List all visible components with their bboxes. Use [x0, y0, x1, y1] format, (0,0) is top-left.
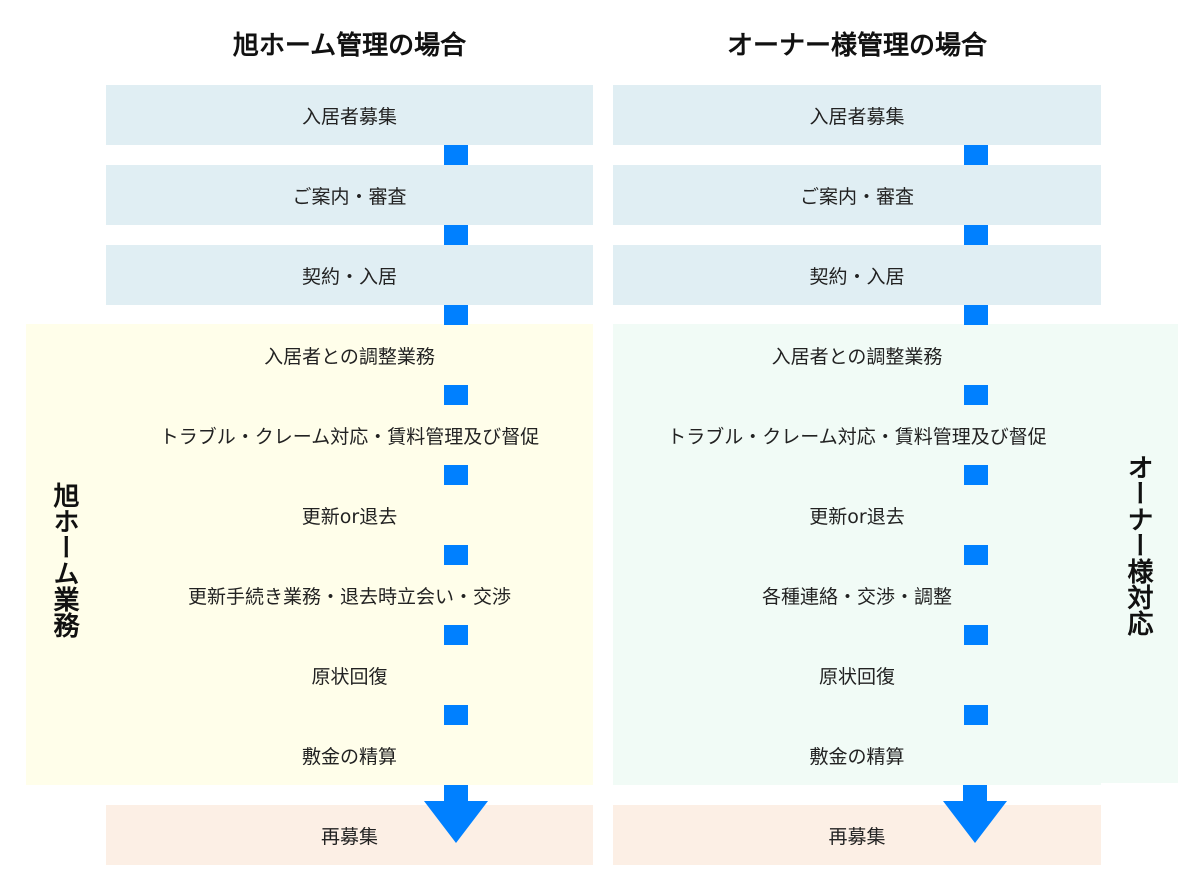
right-step-8: 原状回復	[613, 645, 1101, 705]
left-step-3: 契約・入居	[106, 245, 593, 305]
left-connector	[444, 225, 468, 245]
left-connector	[444, 545, 468, 565]
left-step-8: 原状回復	[106, 645, 593, 705]
left-step-1: 入居者募集	[106, 85, 593, 145]
asahi-duty-label: 旭ホーム業務	[49, 482, 79, 638]
left-connector	[444, 465, 468, 485]
right-step-3: 契約・入居	[613, 245, 1101, 305]
right-step-6: 更新or退去	[613, 485, 1101, 545]
right-step-4: 入居者との調整業務	[613, 325, 1101, 385]
left-step-5: トラブル・クレーム対応・賃料管理及び督促	[106, 405, 593, 465]
left-step-2: ご案内・審査	[106, 165, 593, 225]
right-connector	[964, 385, 988, 405]
left-column-title: 旭ホーム管理の場合	[232, 31, 467, 61]
right-connector	[964, 145, 988, 165]
right-connector	[964, 705, 988, 725]
right-column-title: オーナー様管理の場合	[726, 31, 987, 61]
left-step-6: 更新or退去	[106, 485, 593, 545]
left-connector	[444, 145, 468, 165]
left-connector	[444, 705, 468, 725]
right-step-7: 各種連絡・交渉・調整	[613, 565, 1101, 625]
right-step-1: 入居者募集	[613, 85, 1101, 145]
left-connector	[444, 385, 468, 405]
left-connector	[444, 625, 468, 645]
right-step-9: 敷金の精算	[613, 725, 1101, 785]
right-down-arrow-icon	[943, 785, 1007, 843]
right-connector	[964, 305, 988, 325]
left-step-9: 敷金の精算	[106, 725, 593, 785]
right-connector	[964, 225, 988, 245]
asahi-duty-panel	[26, 324, 593, 785]
owner-duty-label: オーナー様対応	[1123, 454, 1153, 636]
right-connector	[964, 625, 988, 645]
left-connector	[444, 305, 468, 325]
left-step-10: 再募集	[106, 805, 593, 865]
left-step-7: 更新手続き業務・退去時立会い・交渉	[106, 565, 593, 625]
right-connector	[964, 545, 988, 565]
right-connector	[964, 465, 988, 485]
right-step-5: トラブル・クレーム対応・賃料管理及び督促	[613, 405, 1101, 465]
left-step-4: 入居者との調整業務	[106, 325, 593, 385]
right-step-10: 再募集	[613, 805, 1101, 865]
left-down-arrow-icon	[424, 785, 488, 843]
right-step-2: ご案内・審査	[613, 165, 1101, 225]
owner-duty-panel	[613, 324, 1178, 783]
